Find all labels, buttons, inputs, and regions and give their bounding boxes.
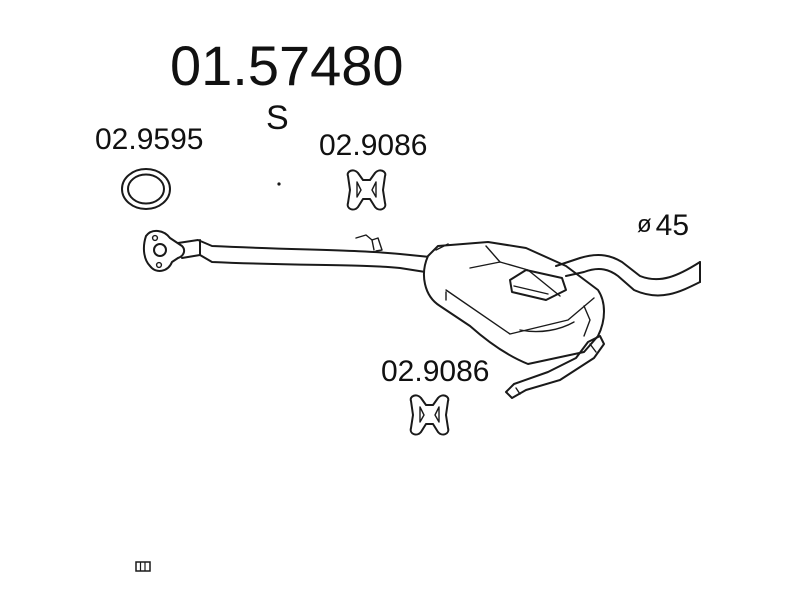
hanger-callout-bottom: 02.9086 bbox=[381, 355, 490, 388]
diameter-value: 45 bbox=[655, 209, 690, 242]
muffler-bracket bbox=[505, 335, 605, 399]
rubber-hanger-top bbox=[346, 169, 387, 211]
inlet-flange bbox=[142, 230, 186, 272]
variant-label: S bbox=[266, 99, 289, 137]
tail-pipe bbox=[555, 254, 701, 297]
gasket-ring bbox=[121, 168, 171, 210]
front-pipe bbox=[177, 234, 441, 275]
grid-icon bbox=[135, 561, 151, 572]
gasket-callout: 02.9595 bbox=[95, 123, 204, 156]
diameter-symbol: ø bbox=[637, 211, 652, 238]
marker-dot bbox=[277, 182, 281, 186]
part-number: 01.57480 bbox=[170, 34, 404, 97]
rubber-hanger-bottom bbox=[409, 394, 450, 436]
rear-muffler bbox=[423, 241, 605, 365]
hanger-callout-top: 02.9086 bbox=[319, 129, 428, 162]
